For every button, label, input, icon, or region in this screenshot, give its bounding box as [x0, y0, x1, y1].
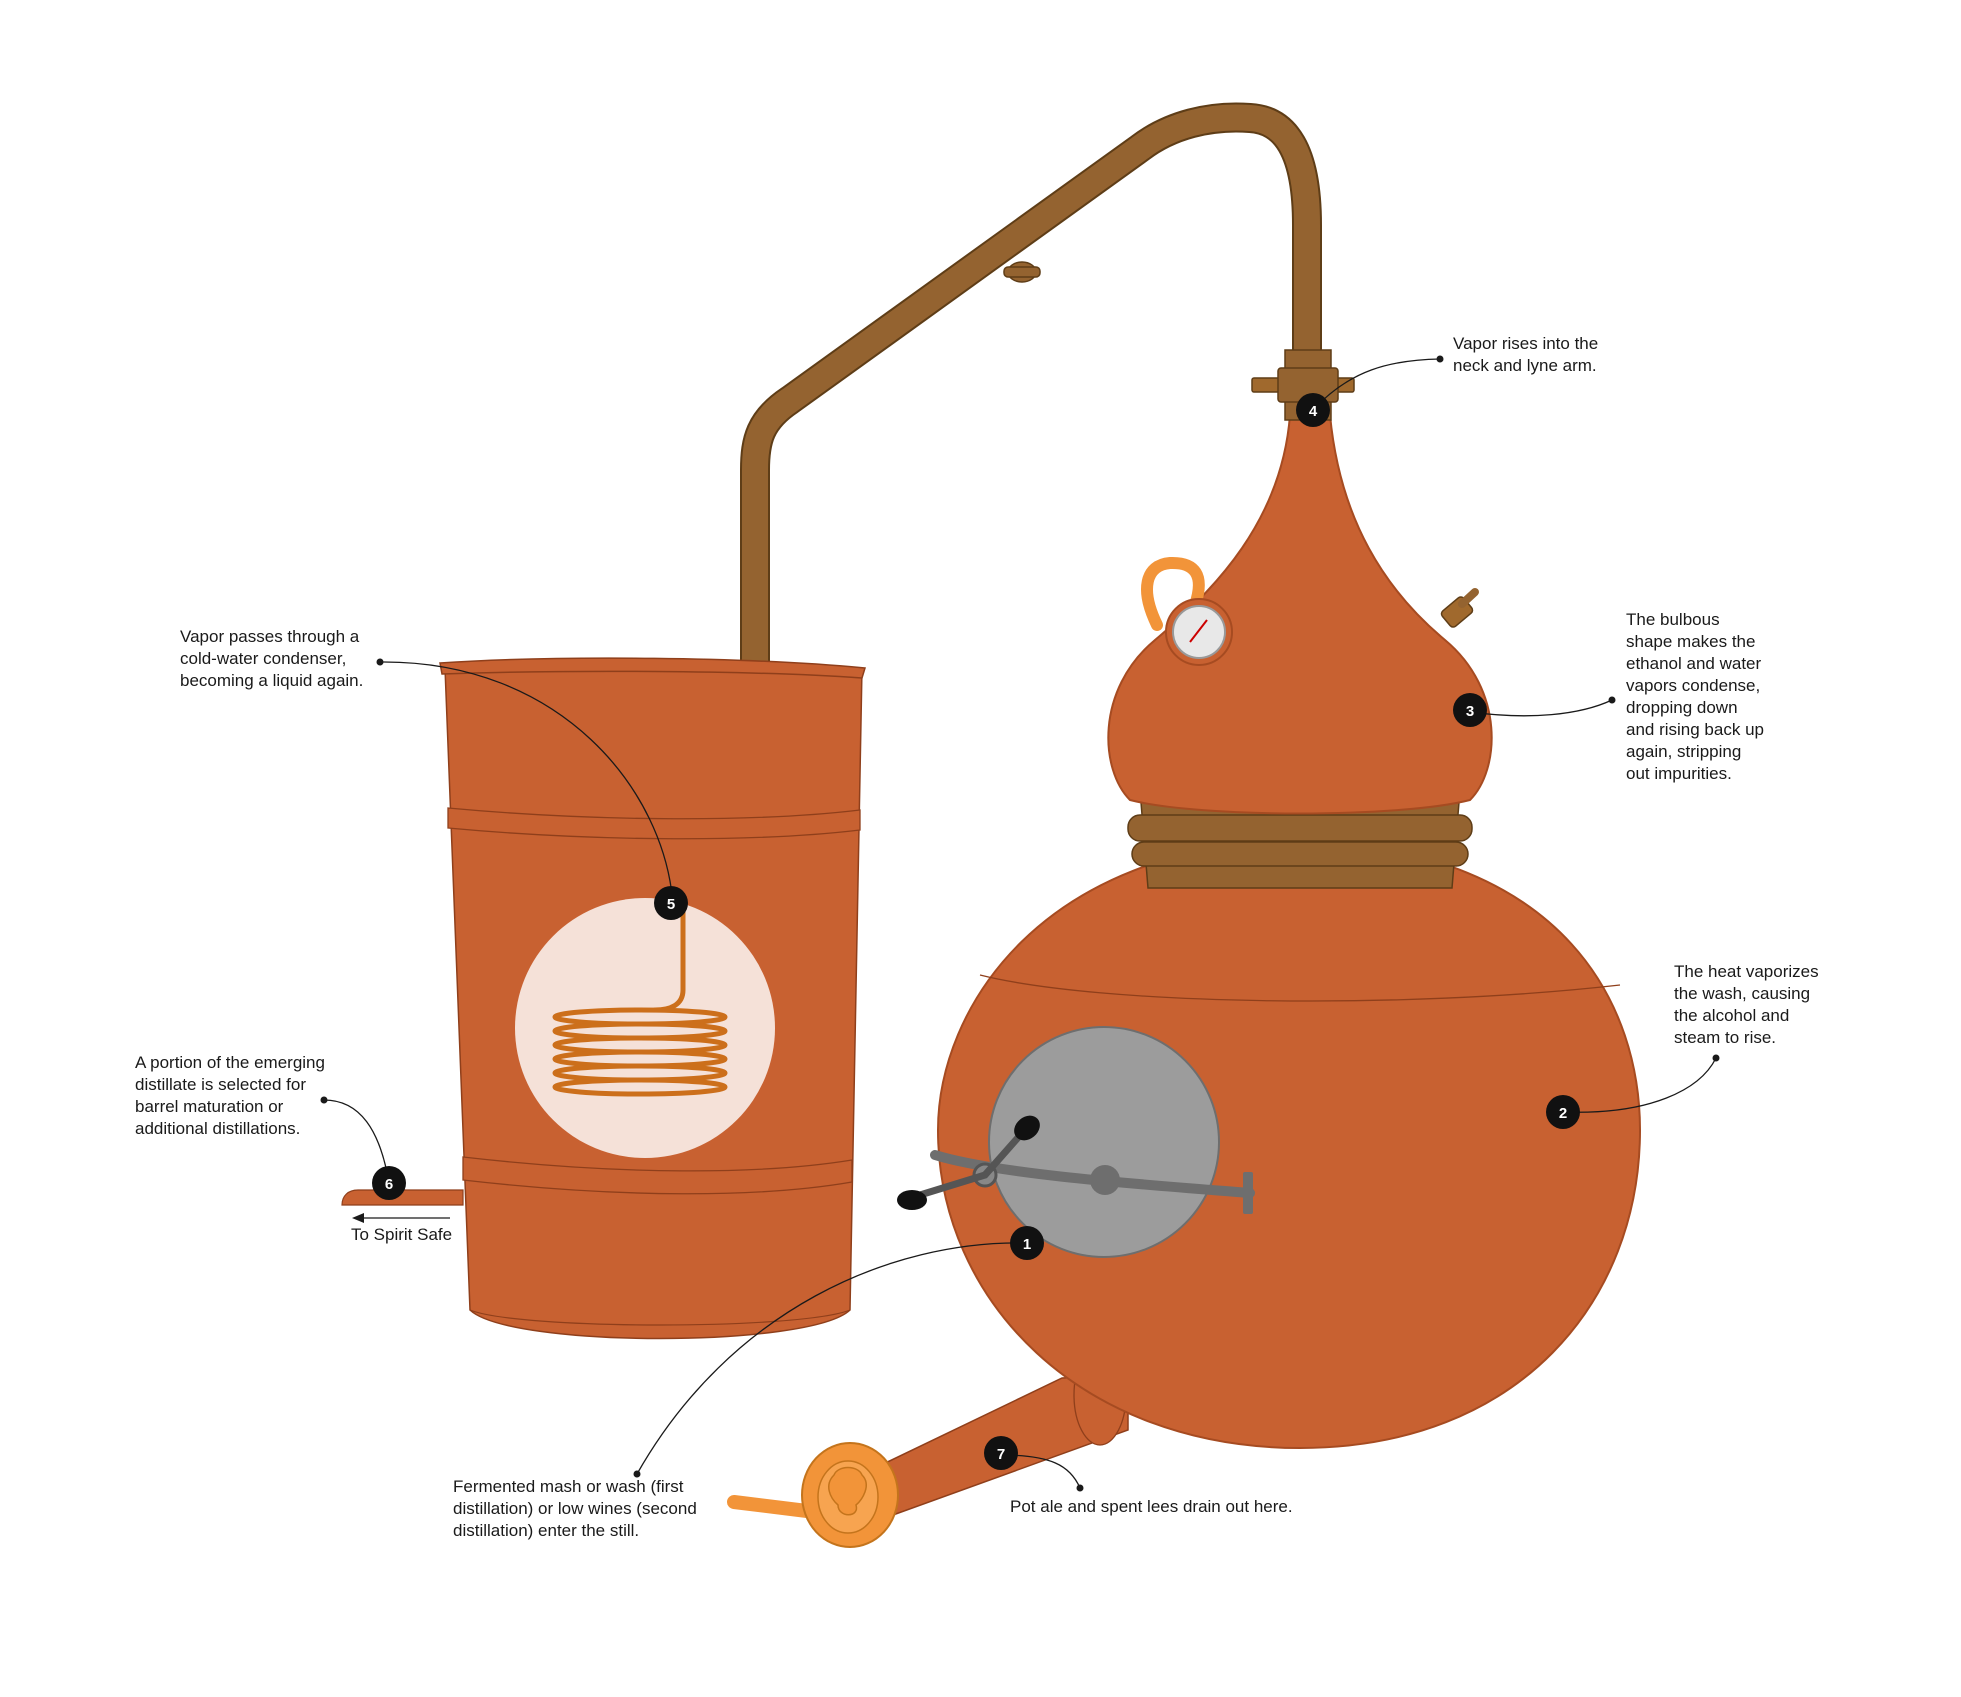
- condenser-coil: [552, 902, 728, 1097]
- still-helmet: [1107, 349, 1493, 889]
- callout-text-2: The heat vaporizes the wash, causing the…: [1674, 962, 1823, 1047]
- helmet-handle: [1141, 556, 1205, 631]
- leader-dots: [320, 355, 1720, 1492]
- svg-text:1: 1: [1023, 1236, 1031, 1253]
- lyne-arm-valve: [1003, 261, 1041, 283]
- callout-badge-4: 4: [1296, 393, 1330, 427]
- manhole-door: [897, 1026, 1255, 1258]
- spirit-outlet-pipe: [341, 1189, 464, 1206]
- callout-text-6: A portion of the emerging distillate is …: [135, 1053, 330, 1138]
- svg-text:2: 2: [1559, 1105, 1567, 1122]
- callout-badge-1: 1: [1010, 1226, 1044, 1260]
- callout-text-3: The bulbous shape makes the ethanol and …: [1626, 610, 1769, 783]
- callout-text-5: Vapor passes through a cold-water conden…: [180, 627, 364, 690]
- condenser-tank: [341, 657, 866, 1340]
- svg-text:4: 4: [1309, 403, 1318, 420]
- lyne-arm: [740, 102, 1322, 665]
- helmet-side-valve: [1440, 588, 1479, 628]
- callout-text-4: Vapor rises into the neck and lyne arm.: [1453, 334, 1603, 375]
- condenser-window: [515, 898, 775, 1158]
- callout-badge-6: 6: [372, 1166, 406, 1200]
- callout-text-1: Fermented mash or wash (first distillati…: [453, 1477, 702, 1540]
- spirit-safe-label: To Spirit Safe: [351, 1225, 452, 1244]
- callout-text-7: Pot ale and spent lees drain out here.: [1010, 1497, 1293, 1516]
- callout-badge-3: 3: [1453, 693, 1487, 727]
- callout-badge-7: 7: [984, 1436, 1018, 1470]
- neck-flange: [1251, 349, 1355, 421]
- svg-text:5: 5: [667, 896, 675, 913]
- drain-valve: [727, 1442, 899, 1548]
- thermometer-gauge-icon: [1165, 598, 1233, 666]
- pot-still-body: [727, 838, 1642, 1548]
- condenser-top-band: [447, 807, 861, 840]
- callout-badge-5: 5: [654, 886, 688, 920]
- leader-lines: [323, 358, 1717, 1489]
- callout-badge-2: 2: [1546, 1095, 1580, 1129]
- svg-text:7: 7: [997, 1446, 1005, 1463]
- collar-bands: [1127, 789, 1473, 889]
- svg-text:3: 3: [1466, 703, 1474, 720]
- condenser-bottom-band: [462, 1156, 853, 1195]
- svg-text:6: 6: [385, 1176, 393, 1193]
- arrow-left-icon: [352, 1213, 450, 1223]
